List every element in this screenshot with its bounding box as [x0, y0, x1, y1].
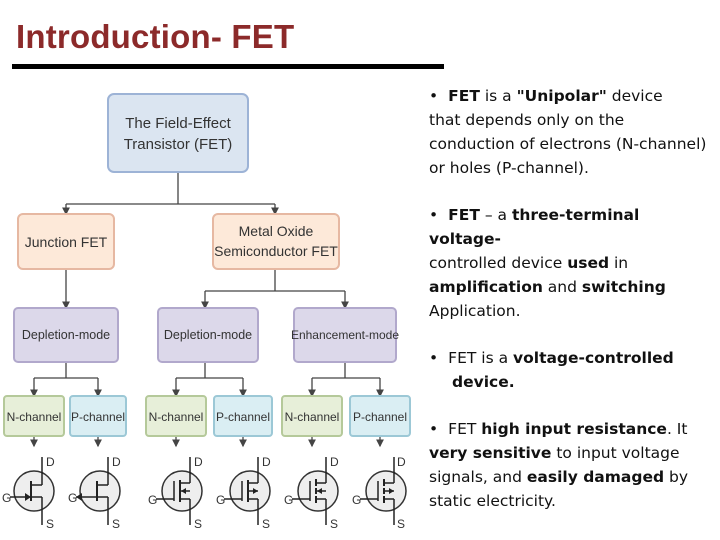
source-label: S: [330, 517, 338, 531]
bullet-text-run: – a: [479, 206, 512, 224]
bullet-text-run: in: [609, 254, 629, 272]
symbol-p-depletion-mosfet: D G S: [216, 455, 271, 531]
node-channel-5: N-channel: [281, 395, 343, 437]
mode-label: Depletion-mode: [22, 328, 110, 342]
source-label: S: [194, 517, 202, 531]
bullet-text-run: easily damaged: [526, 468, 665, 486]
bullet-text-run: is a: [479, 87, 517, 105]
bullet-unipolar: • FET is a "Unipolar" device that depends …: [429, 84, 714, 180]
bullet-text-run: device: [606, 87, 663, 105]
drain-label: D: [112, 455, 121, 469]
root-label-line2: Transistor (FET): [124, 136, 233, 153]
bullet-text-run: high input resistance: [481, 420, 667, 438]
gate-label: G: [216, 493, 225, 507]
node-channel-1: N-channel: [3, 395, 65, 437]
node-channel-4: P-channel: [213, 395, 273, 437]
drain-label: D: [262, 455, 271, 469]
bullet-text-run: switching: [581, 278, 666, 296]
bullet-text-run: . It: [666, 420, 688, 438]
bullet-text-run: that depends only on the conduction of e…: [429, 111, 707, 177]
bullet-text-run: FET: [448, 206, 480, 224]
mosfet-label-line1: Metal Oxide: [239, 223, 314, 239]
gate-label: G: [352, 493, 361, 507]
node-junction-fet: Junction FET: [17, 213, 115, 270]
node-channel-3: N-channel: [145, 395, 207, 437]
bullet-first-line: • FET – a three-terminal voltage-: [429, 203, 714, 251]
gate-label: G: [68, 491, 77, 505]
bullet-first-line: • FET is a "Unipolar" device: [429, 84, 714, 108]
node-mosfet-depletion-mode: Depletion-mode: [157, 307, 259, 363]
bullet-first-line: • FET high input resistance. It: [429, 417, 714, 441]
symbol-p-jfet: D G S: [68, 455, 121, 531]
bullet-text-run: three-terminal voltage-: [429, 206, 640, 248]
source-label: S: [262, 517, 270, 531]
mosfet-label-line2: Semiconductor FET: [214, 243, 338, 259]
symbol-p-enhancement-mosfet: D G S: [352, 455, 407, 531]
title-underline: [12, 64, 444, 69]
bullet-text-run: amplification: [429, 278, 543, 296]
gate-label: G: [148, 493, 157, 507]
fet-classification-diagram: The Field-Effect Transistor (FET) Juncti…: [2, 93, 411, 531]
node-channel-6: P-channel: [349, 395, 411, 437]
mode-label: Enhancement-mode: [291, 328, 399, 342]
symbol-n-depletion-mosfet: D G S: [148, 455, 203, 531]
bullet-text-run: FET is a: [448, 349, 513, 367]
bullet-text-run: "Unipolar": [516, 87, 607, 105]
slide-title: Introduction- FET: [16, 18, 295, 55]
channel-label: P-channel: [353, 410, 407, 424]
node-jfet-depletion-mode: Depletion-mode: [13, 307, 119, 363]
bullet-text-run: device: [506, 254, 568, 272]
bullet-text-run: voltage-controlled: [513, 349, 674, 367]
bullet-continuation: device.: [429, 370, 714, 394]
bullet-dot-icon: •: [429, 87, 439, 105]
bullet-text-run: by static electricity.: [429, 468, 689, 510]
node-mosfet-enhancement-mode: Enhancement-mode: [291, 307, 399, 363]
root-node-fet: The Field-Effect Transistor (FET): [107, 93, 249, 173]
node-mosfet: Metal Oxide Semiconductor FET: [212, 213, 340, 270]
bullet-three-terminal: • FET – a three-terminal voltage-controll…: [429, 203, 714, 323]
channel-label: N-channel: [149, 410, 204, 424]
bullet-text-run: used: [567, 254, 610, 272]
gate-label: G: [2, 491, 11, 505]
channel-label: N-channel: [285, 410, 340, 424]
source-label: S: [397, 517, 405, 531]
root-label-line1: The Field-Effect: [125, 115, 231, 132]
bullet-dot-icon: •: [429, 420, 439, 438]
symbol-n-jfet: D G S: [2, 455, 55, 531]
gate-label: G: [284, 493, 293, 507]
source-label: S: [112, 517, 120, 531]
drain-label: D: [46, 455, 55, 469]
bullet-first-line: • FET is a voltage-controlled: [429, 346, 714, 370]
bullet-text-run: FET: [448, 87, 480, 105]
bullet-text-run: very sensitive: [429, 444, 552, 462]
bullet-dot-icon: •: [429, 349, 439, 367]
bullet-continuation: very sensitive to input voltage signals,…: [429, 441, 714, 513]
channel-label: N-channel: [7, 410, 62, 424]
symbol-n-enhancement-mosfet: D G S: [284, 455, 339, 531]
bullet-dot-icon: •: [429, 206, 439, 224]
drain-label: D: [194, 455, 203, 469]
bullet-text-run: controlled: [429, 254, 507, 272]
drain-label: D: [397, 455, 406, 469]
bullet-text-run: Application.: [429, 302, 521, 320]
bullet-text-run: device.: [452, 373, 515, 391]
junction-fet-label: Junction FET: [25, 234, 108, 250]
mode-label: Depletion-mode: [164, 328, 252, 342]
bullet-voltage-controlled: • FET is a voltage-controlled device.: [429, 346, 714, 394]
connector-lines: [30, 172, 384, 448]
bullet-list: • FET is a "Unipolar" device that depends …: [429, 84, 714, 536]
bullet-text-run: and: [542, 278, 582, 296]
bullet-continuation: controlled device used in amplification …: [429, 251, 714, 323]
bullet-continuation: that depends only on the conduction of e…: [429, 108, 714, 180]
source-label: S: [46, 517, 54, 531]
channel-label: P-channel: [216, 410, 270, 424]
drain-label: D: [330, 455, 339, 469]
node-channel-2: P-channel: [69, 395, 127, 437]
bullet-text-run: to input voltage signals, and: [429, 444, 680, 486]
channel-label: P-channel: [71, 410, 125, 424]
bullet-input-resistance: • FET high input resistance. It very sensi…: [429, 417, 714, 513]
bullet-text-run: FET: [448, 420, 482, 438]
